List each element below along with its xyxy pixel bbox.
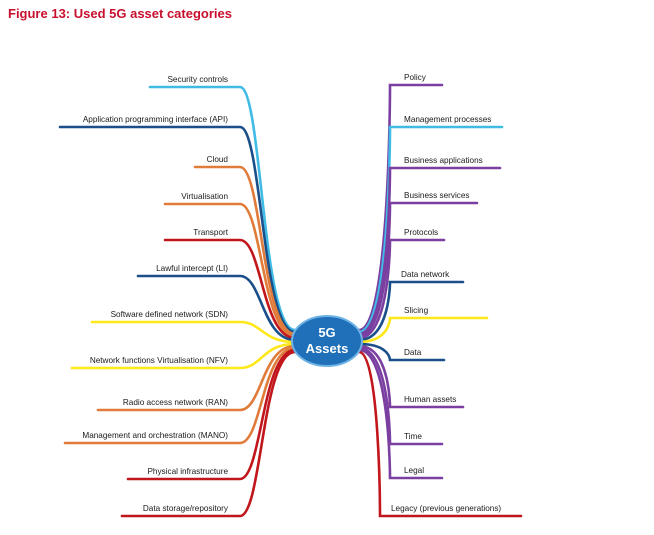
branch-line (136, 274, 297, 342)
branch-line (357, 166, 502, 336)
branch-label: Radio access network (RAN) (123, 398, 228, 407)
branch-line (357, 280, 465, 342)
right-branch-data-network: Data network (357, 270, 465, 342)
branch-line (63, 346, 297, 445)
branch-line (357, 125, 504, 334)
branch-line (148, 85, 297, 332)
left-branch-security-controls: Security controls (148, 75, 297, 332)
left-branch-network-functions-virtualisation-nfv: Network functions Virtualisation (NFV) (70, 342, 297, 370)
left-branch-virtualisation: Virtualisation (163, 192, 297, 338)
figure-title: Figure 13: Used 5G asset categories (8, 6, 232, 21)
branch-label: Management and orchestration (MANO) (82, 431, 228, 440)
branch-line (163, 202, 297, 338)
branch-label: Slicing (404, 306, 429, 315)
branch-line (70, 342, 297, 370)
branch-label: Time (404, 432, 422, 441)
branch-label: Data storage/repository (143, 504, 229, 513)
branch-label: Software defined network (SDN) (111, 310, 229, 319)
branch-label: Management processes (404, 115, 491, 124)
branch-line (58, 125, 297, 334)
branch-label: Legacy (previous generations) (391, 504, 501, 513)
branch-label: Business services (404, 191, 470, 200)
branch-label: Security controls (167, 75, 228, 84)
branch-label: Business applications (404, 156, 483, 165)
right-branch-human-assets: Human assets (357, 344, 465, 409)
hub-label-line2: Assets (306, 341, 349, 356)
right-branch-business-applications: Business applications (357, 156, 502, 336)
right-branch-protocols: Protocols (357, 228, 446, 340)
branch-line (357, 83, 444, 332)
branch-line (163, 238, 297, 340)
left-branch-physical-infrastructure: Physical infrastructure (126, 348, 297, 481)
right-branch-legacy-previous-generations: Legacy (previous generations) (357, 350, 523, 518)
branch-label: Physical infrastructure (147, 467, 228, 476)
right-branch-legal: Legal (357, 348, 444, 480)
branch-line (357, 342, 446, 362)
branch-label: Protocols (404, 228, 438, 237)
branch-label: Virtualisation (181, 192, 228, 201)
left-branch-software-defined-network-sdn: Software defined network (SDN) (90, 310, 297, 344)
left-branch-management-and-orchestration-mano: Management and orchestration (MANO) (63, 346, 297, 445)
branch-label: Data (404, 348, 422, 357)
branch-label: Network functions Virtualisation (NFV) (90, 356, 228, 365)
right-branch-policy: Policy (357, 73, 444, 332)
branch-line (96, 344, 297, 412)
branch-line (126, 348, 297, 481)
right-branch-business-services: Business services (357, 191, 479, 338)
hub-label-line1: 5G (318, 325, 335, 340)
branch-line (357, 201, 479, 338)
hub-node: 5G Assets (291, 315, 363, 367)
right-branch-slicing: Slicing (357, 306, 489, 344)
branch-line (357, 348, 444, 480)
left-branch-radio-access-network-ran: Radio access network (RAN) (96, 344, 297, 412)
branch-label: Transport (193, 228, 228, 237)
branch-label: Lawful intercept (LI) (156, 264, 228, 273)
branch-label: Human assets (404, 395, 456, 404)
branch-label: Legal (404, 466, 424, 475)
branch-line (357, 350, 523, 518)
left-branch-data-storage-repository: Data storage/repository (120, 350, 297, 518)
branch-line (90, 320, 297, 344)
branch-label: Policy (404, 73, 427, 82)
left-branch-lawful-intercept-li: Lawful intercept (LI) (136, 264, 297, 342)
hub-ellipse (291, 315, 363, 367)
right-branch-data: Data (357, 342, 446, 362)
branch-label: Data network (401, 270, 450, 279)
branch-line (357, 316, 489, 344)
branch-line (193, 165, 297, 336)
branch-label: Application programming interface (API) (83, 115, 228, 124)
branch-line (357, 238, 446, 340)
left-branch-cloud: Cloud (193, 155, 297, 336)
branch-line (357, 344, 465, 409)
branch-line (120, 350, 297, 518)
right-branch-management-processes: Management processes (357, 115, 504, 334)
branch-label: Cloud (207, 155, 229, 164)
left-branch-transport: Transport (163, 228, 297, 340)
left-branch-application-programming-interface-api: Application programming interface (API) (58, 115, 297, 334)
